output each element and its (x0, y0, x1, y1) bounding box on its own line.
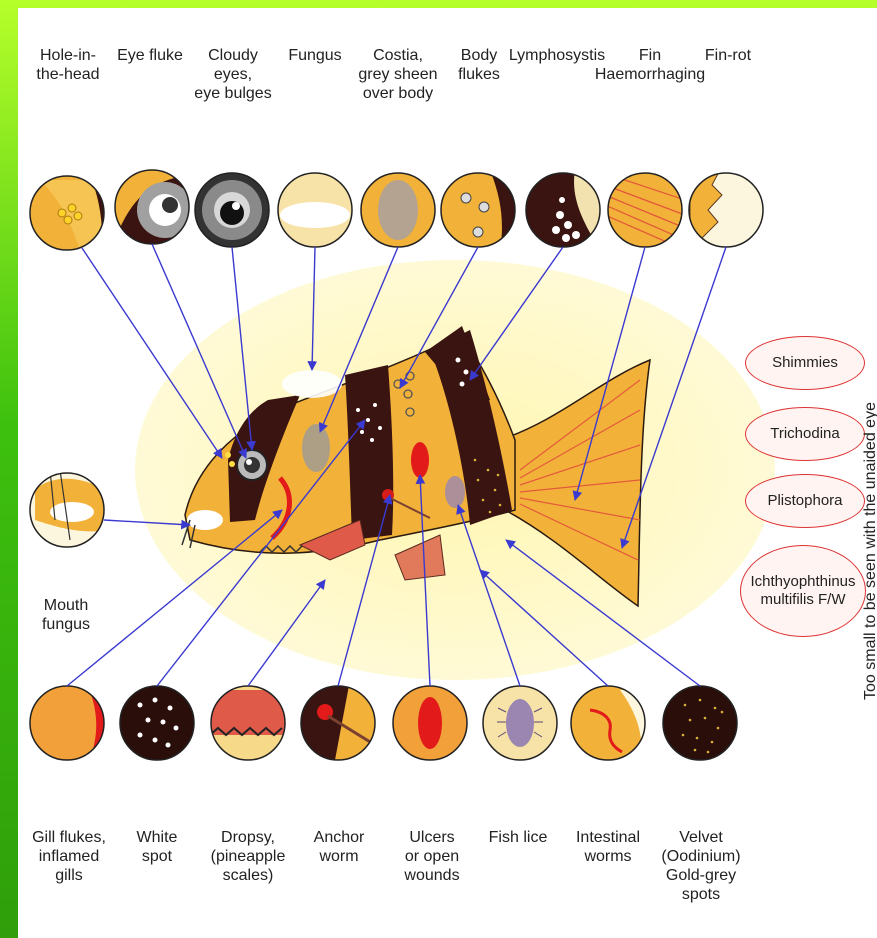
pill-trichodina: Trichodina (745, 407, 865, 461)
label-fish-lice: Fish lice (478, 828, 558, 847)
gill-flukes-inset (30, 680, 110, 770)
label-intestinal-worms: Intestinal worms (566, 828, 650, 866)
fin-haemorrhaging-inset (605, 173, 685, 250)
lymphosystis-inset (526, 170, 605, 250)
fish-lice-inset (483, 686, 557, 760)
pill-ichthyophthinus: Ichthyophthinus multifilis F/W (740, 545, 866, 637)
pill-plistophora: Plistophora (745, 474, 865, 528)
label-hole-in-the-head: Hole-in- the-head (28, 46, 108, 84)
bottom-inset-circles (30, 680, 737, 770)
label-white-spot: White spot (120, 828, 194, 866)
label-fungus: Fungus (282, 46, 348, 65)
intestinal-worms-inset (571, 686, 650, 760)
ulcers-inset (393, 686, 467, 760)
eye-fluke-inset (115, 170, 193, 250)
label-costia: Costia, grey sheen over body (350, 46, 446, 103)
label-fin-rot: Fin-rot (696, 46, 760, 65)
white-spot-inset (120, 686, 194, 760)
velvet-inset (663, 686, 737, 760)
anchor-worm-inset (300, 680, 375, 760)
label-anchor-worm: Anchor worm (304, 828, 374, 866)
dropsy-inset (210, 686, 285, 760)
pill-shimmies: Shimmies (745, 336, 865, 390)
fungus-inset (278, 173, 352, 247)
label-ulcers: Ulcers or open wounds (392, 828, 472, 885)
label-dropsy: Dropsy, (pineapple scales) (200, 828, 296, 885)
mouth-fungus-inset (30, 470, 105, 547)
cloudy-eyes-inset (195, 173, 269, 247)
label-eye-fluke: Eye fluke (110, 46, 190, 65)
label-velvet: Velvet (Oodinium) Gold-grey spots (656, 828, 746, 904)
label-gill-flukes: Gill flukes, inflamed gills (24, 828, 114, 885)
body-flukes-inset (441, 170, 520, 250)
side-caption: Too small to be seen with the unaided ey… (862, 402, 877, 700)
hole-in-head-inset (30, 175, 115, 255)
label-fin-haemorrhaging: Fin Haemorrhaging (592, 46, 708, 84)
label-body-flukes: Body flukes (452, 46, 506, 84)
costia-inset (361, 173, 435, 247)
fin-rot-inset (689, 170, 763, 250)
label-mouth-fungus: Mouth fungus (30, 596, 102, 634)
label-cloudy-eyes: Cloudy eyes, eye bulges (188, 46, 278, 103)
